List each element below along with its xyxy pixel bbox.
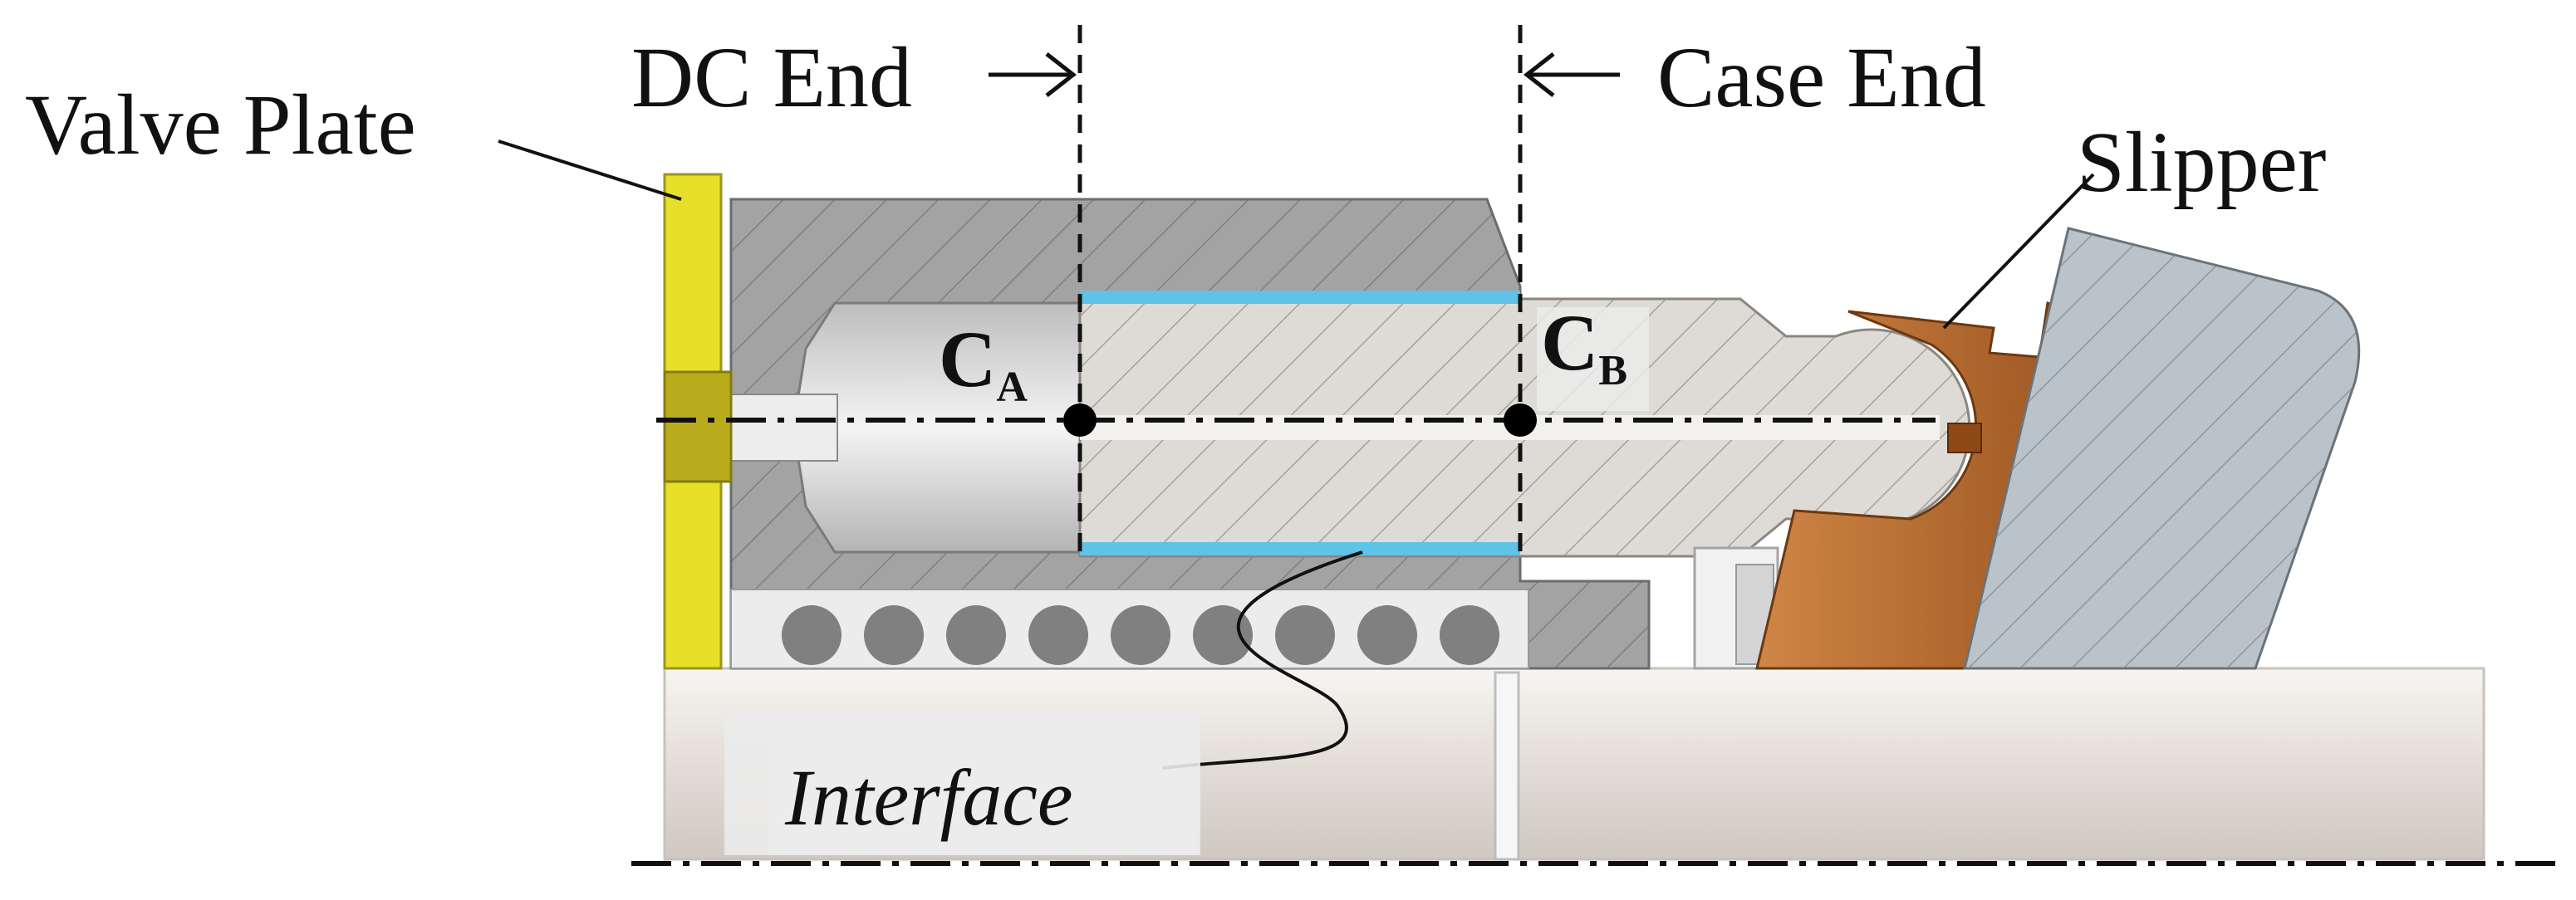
swashplate (1963, 227, 2361, 670)
dc-end-label: DC End (631, 30, 912, 125)
spring-balls (730, 589, 1529, 669)
point-ca-label: CA (939, 315, 1028, 411)
interface-leader (1162, 550, 1363, 770)
point-cb-label: CB (1541, 298, 1627, 394)
cb-label-bg (1537, 307, 1649, 411)
point-cb-marker (1504, 404, 1537, 437)
case-end-arrow (1523, 52, 1620, 97)
interface-label-bg (768, 722, 1200, 855)
dc-end-arrow (989, 52, 1077, 97)
slipper-label: Slipper (2077, 115, 2326, 210)
centerlines (631, 418, 2559, 866)
valve-plate-leader (498, 139, 682, 201)
valve-plate-label: Valve Plate (25, 77, 416, 173)
case-end-label: Case End (1657, 30, 1986, 125)
slipper-leader (1942, 173, 2095, 330)
interface-bands (1080, 291, 1520, 555)
interface-label: Interface (784, 753, 1073, 842)
point-ca-marker (1063, 404, 1097, 437)
